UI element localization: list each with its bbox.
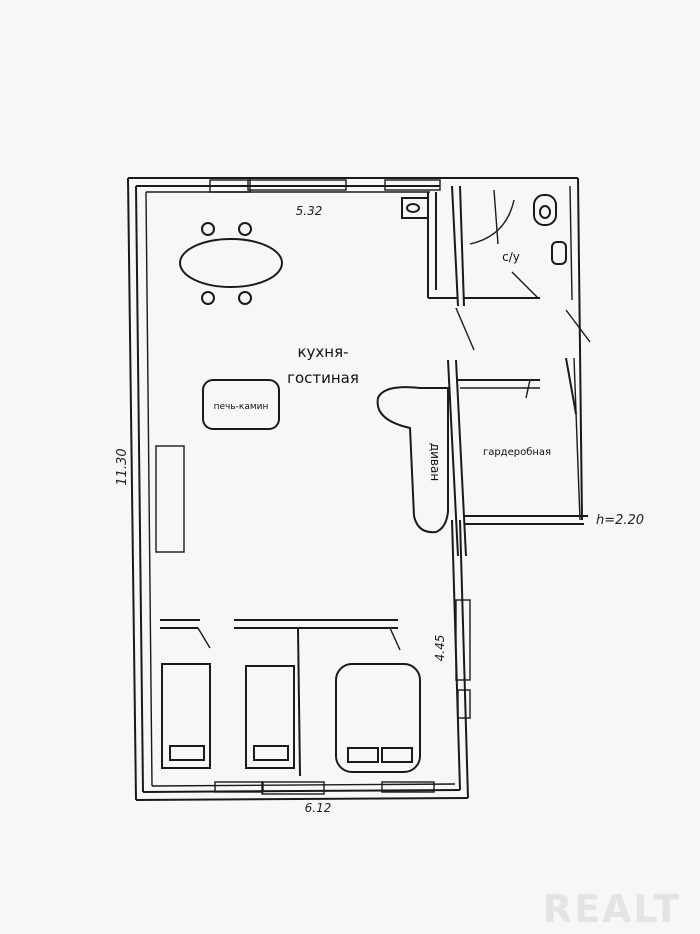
dimension-right-lower: 4.45: [433, 635, 447, 662]
shower-drain-icon: [551, 241, 567, 265]
kitchen-label-line1: кухня-: [297, 343, 348, 361]
sofa: диван: [376, 386, 449, 534]
dining-table: [179, 222, 283, 305]
washbasin-icon: [401, 197, 429, 219]
stove-label: печь-камин: [214, 402, 269, 412]
bathroom-label: с/у: [502, 250, 520, 264]
outer-walls: [127, 177, 583, 801]
kitchen-label-line2: гостиная: [287, 369, 359, 387]
bathroom-walls: [427, 185, 591, 351]
dimension-top: 5.32: [296, 204, 323, 218]
dimension-left: 11.30: [115, 448, 130, 485]
dimension-wardrobe-height: h=2.20: [596, 513, 644, 528]
wardrobe-label: гардеробная: [483, 447, 551, 458]
bedroom-partitions: [160, 619, 401, 777]
toilet-icon: [533, 194, 557, 226]
sofa-label: диван: [428, 443, 442, 481]
stove-fireplace: печь-камин: [202, 379, 280, 430]
wardrobe-walls: [447, 357, 588, 557]
bed-double: [335, 663, 421, 773]
watermark-logo: REALT: [543, 887, 681, 931]
tv-unit: [155, 445, 185, 553]
bed-left: [161, 663, 211, 769]
bed-middle: [245, 665, 295, 769]
dimension-bottom: 6.12: [305, 801, 332, 815]
